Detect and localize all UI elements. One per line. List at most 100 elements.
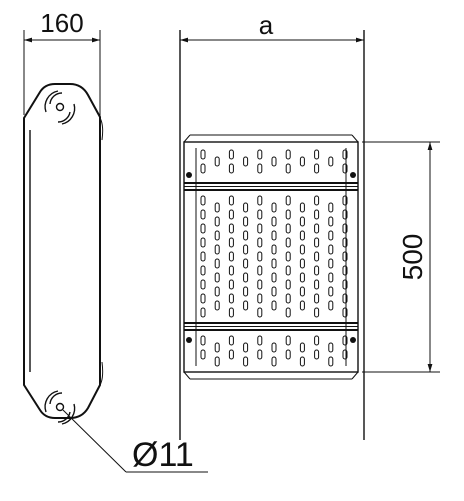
perforation-slot — [285, 195, 291, 206]
perforation-slot — [285, 163, 291, 174]
perforation-slot — [271, 356, 277, 367]
perforation-slot — [328, 202, 334, 213]
perforation-slot — [228, 279, 234, 290]
perforation-slot — [214, 156, 220, 167]
hole-leader-line — [62, 409, 127, 473]
rail-bolt — [350, 337, 356, 343]
rail-bolt — [186, 337, 192, 343]
perforation-slot — [328, 342, 334, 353]
perforation-slot — [285, 279, 291, 290]
perforation-slot — [342, 279, 348, 290]
perforation-slot — [342, 349, 348, 360]
perforation-slot — [200, 223, 206, 234]
perforation-slot — [214, 272, 220, 283]
perforation-slot — [257, 237, 263, 248]
perforation-slot — [228, 251, 234, 262]
bottom-hole — [44, 390, 76, 425]
perforation-slot — [200, 237, 206, 248]
perforation-slot — [200, 195, 206, 206]
perforation-slot — [243, 286, 249, 297]
side-plate-outline — [23, 83, 101, 419]
perforation-slot — [342, 251, 348, 262]
perforation-slot — [285, 349, 291, 360]
perforation-slot — [271, 156, 277, 167]
perforation-slot — [257, 349, 263, 360]
perforation-slot — [243, 202, 249, 213]
perforation-slot — [299, 272, 305, 283]
perforation-slot — [314, 293, 320, 304]
perforation-slot — [328, 216, 334, 227]
perforation-slot — [299, 300, 305, 311]
perforation-slot — [228, 237, 234, 248]
perforation-slot — [200, 293, 206, 304]
perforation-slot — [214, 230, 220, 241]
tray-body — [183, 141, 359, 373]
perforation-slot — [328, 272, 334, 283]
perforation-slot — [271, 300, 277, 311]
perforation-slot — [228, 293, 234, 304]
perforation-slot — [285, 293, 291, 304]
perforation-slot — [342, 223, 348, 234]
a-label: a — [259, 10, 274, 40]
perforation-slot — [214, 356, 220, 367]
perforation-slot — [228, 265, 234, 276]
perforation-slot — [285, 307, 291, 318]
perforation-slot — [200, 279, 206, 290]
rail-bolt — [350, 172, 356, 178]
perforation-slot — [200, 307, 206, 318]
perforation-slot — [228, 335, 234, 346]
perforation-slot — [228, 163, 234, 174]
perforation-slot — [243, 156, 249, 167]
perforation-slot — [214, 342, 220, 353]
perforation-slot — [228, 149, 234, 160]
perforation-slot — [200, 163, 206, 174]
perforation-slot — [314, 279, 320, 290]
perforation-slot — [228, 223, 234, 234]
perforation-slot — [200, 349, 206, 360]
back-edge-bottom — [99, 361, 104, 386]
perforation-slot — [285, 237, 291, 248]
perforation-slot — [299, 244, 305, 255]
perforation-slot — [314, 195, 320, 206]
perforation-slot — [299, 286, 305, 297]
perforation-slot — [243, 258, 249, 269]
perforation-slot — [314, 223, 320, 234]
rail-bolt — [186, 172, 192, 178]
perforation-slot — [243, 342, 249, 353]
perforation-slot — [314, 265, 320, 276]
perforation-slot — [271, 258, 277, 269]
perforation-slot — [285, 223, 291, 234]
perforation-slot — [214, 202, 220, 213]
perforation-slot — [271, 286, 277, 297]
perforation-slot — [285, 251, 291, 262]
perforation-slot — [257, 223, 263, 234]
perforation-slot — [257, 307, 263, 318]
perforation-slot — [328, 300, 334, 311]
perforation-slot — [342, 237, 348, 248]
perforation-slot — [228, 195, 234, 206]
perforation-slot — [314, 307, 320, 318]
side-view: 160 Ø11 — [23, 8, 208, 474]
perforation-slot — [257, 335, 263, 346]
perforation-slot — [200, 265, 206, 276]
perforation-slot — [314, 349, 320, 360]
top-hole — [44, 90, 76, 125]
perforation-slot — [299, 230, 305, 241]
perforation-slot — [257, 279, 263, 290]
perforation-slot — [342, 335, 348, 346]
perforation-slot — [285, 335, 291, 346]
perforation-slot — [342, 209, 348, 220]
hole-diameter-label: Ø11 — [132, 436, 194, 474]
perforation-slot — [243, 356, 249, 367]
perforation-slot — [243, 216, 249, 227]
perforation-slot — [257, 293, 263, 304]
perforation-slot — [214, 286, 220, 297]
perforation-slot — [243, 244, 249, 255]
back-edge-top — [99, 117, 104, 141]
perforation-slot — [328, 156, 334, 167]
perforation-slot — [257, 209, 263, 220]
perforation-slot — [243, 230, 249, 241]
perforation-slot — [299, 202, 305, 213]
perforation-slot — [271, 244, 277, 255]
